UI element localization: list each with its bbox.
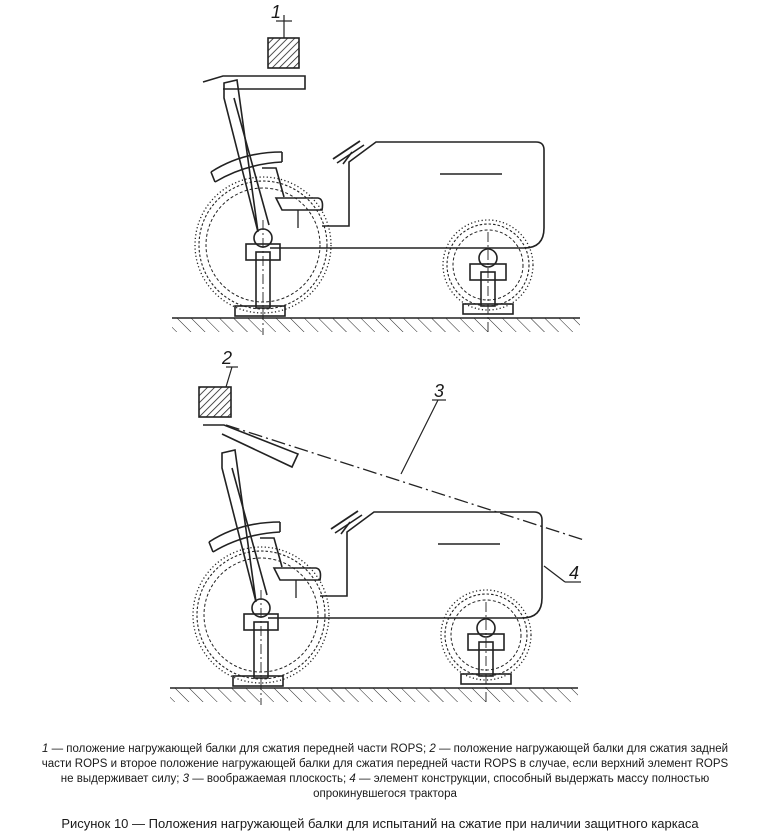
legend-text-1: — положение нагружающей балки для сжатия… (48, 743, 430, 755)
legend-number-3: 3 (182, 773, 189, 785)
tractor-view-upper: 1 (171, 2, 581, 336)
callout-2: 2 (221, 348, 232, 368)
legend-number-2: 2 (429, 743, 436, 755)
tractor-view-lower: 2 3 4 (169, 348, 585, 706)
loading-beam-2 (198, 386, 232, 418)
legend-text-3: — воображаемая плоскость; (189, 773, 350, 785)
figure-title: Рисунок 10 — Положения нагружающей балки… (61, 816, 699, 831)
tractor-diagram: 1 2 3 4 (169, 2, 585, 706)
callout-4: 4 (569, 563, 579, 583)
imaginary-plane (225, 424, 585, 541)
loading-beam-1 (267, 37, 300, 69)
callout-3: 3 (434, 381, 444, 401)
legend-text-4: — элемент конструкции, способный выдержа… (313, 773, 710, 800)
callout-1: 1 (271, 2, 281, 22)
legend-text-2: — положение нагружающей балки для сжатия… (41, 743, 729, 785)
figure-legend: 1 — положение нагружающей балки для сжат… (40, 742, 730, 802)
legend-number-4: 4 (349, 773, 356, 785)
legend-number-1: 1 (41, 743, 49, 755)
